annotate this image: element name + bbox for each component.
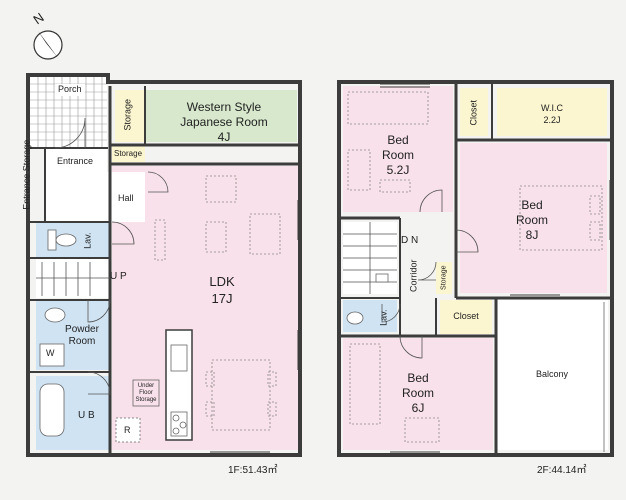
storage-vertical-label: Storage	[122, 98, 133, 131]
dn-label: D N	[401, 235, 419, 246]
doors-1f	[54, 117, 169, 395]
floor-1-plan	[26, 73, 302, 457]
living-furniture	[154, 175, 281, 261]
bed1-size: 5.2J	[386, 163, 410, 177]
closet-2f-top-fill	[460, 88, 488, 136]
washer-label: W	[46, 348, 55, 358]
bed2-label-1: Bed	[521, 198, 543, 212]
bed3-fill	[343, 338, 493, 450]
bed2-label-2: Room	[515, 213, 549, 227]
wic-label: W.I.C	[541, 103, 563, 113]
hall-label: Hall	[118, 193, 134, 203]
compass	[33, 30, 63, 60]
hall-fill	[45, 172, 145, 222]
storage-2f-label: Storage	[440, 265, 448, 290]
up-label: U P	[110, 271, 127, 282]
bed1-label-2: Room	[381, 148, 415, 162]
bed2-size: 8J	[525, 228, 539, 242]
western-room-size: 4J	[217, 130, 231, 144]
floor1-area-label: 1F:51.43㎡	[228, 465, 278, 476]
bed1-label-1: Bed	[387, 133, 409, 147]
sink-2f	[346, 311, 364, 325]
bathtub	[39, 383, 65, 437]
wic-fill	[497, 88, 607, 136]
storage-1f-fill	[115, 90, 145, 142]
storage-small-label: Storage	[114, 149, 143, 158]
cooktop	[170, 411, 188, 437]
underfloor-label-1: Under	[137, 383, 155, 389]
lav-2f-label: Lav.	[378, 309, 389, 326]
storage-small-1f-fill	[112, 146, 145, 162]
porch-label-bg	[55, 84, 85, 96]
stairs-2f	[343, 222, 397, 294]
fridge-label: R	[124, 425, 131, 435]
underfloor-label-3: Storage	[135, 397, 157, 403]
ldk-size: 17J	[211, 291, 233, 306]
underfloor-storage-box	[132, 379, 160, 407]
kitchen-sink	[170, 344, 188, 372]
corridor-label: Corridor	[408, 259, 419, 292]
entrance-label: Entrance	[57, 156, 94, 166]
lav-1f-label: Lav.	[82, 232, 93, 249]
dining-furniture	[205, 359, 277, 431]
toilet-tank-1f	[47, 229, 57, 251]
windows-2f	[380, 83, 614, 456]
western-room-label-2: Japanese Room	[180, 115, 268, 129]
doors-2f	[381, 189, 479, 359]
bed3-label-1: Bed	[407, 371, 429, 385]
stairs-1f	[36, 262, 110, 296]
closet-2f-fill	[440, 300, 492, 334]
bed-furniture-2f	[347, 91, 603, 443]
wic-size: 2.2J	[543, 115, 561, 125]
floor-2-plan	[337, 80, 614, 457]
toilet-tank-2f	[375, 273, 389, 283]
western-room-label-1: Western Style	[186, 100, 262, 114]
porch-label: Porch	[58, 84, 82, 94]
bed2-fill	[460, 143, 607, 293]
washer-box	[39, 343, 65, 367]
bed3-size: 6J	[411, 401, 425, 415]
walls-2f	[337, 80, 614, 457]
ldk-label: LDK	[209, 274, 235, 289]
fridge-box	[115, 417, 141, 443]
entrance-fill	[45, 148, 107, 172]
bed3-label-2: Room	[401, 386, 435, 400]
closet2-label: Closet	[453, 311, 479, 321]
balcony-fill	[498, 300, 608, 450]
storage-2f-fill	[436, 262, 452, 294]
powder-label-1: Powder	[65, 324, 99, 335]
entrance-storage-label: Entrance Storage	[21, 139, 32, 210]
closet1-label: Closet	[468, 99, 479, 126]
floor2-area-label: 2F:44.14㎡	[537, 465, 587, 476]
sink-1f	[44, 307, 66, 323]
windows-1f	[210, 200, 302, 456]
underfloor-label-2: Floor	[139, 390, 153, 396]
powder-label-2: Room	[68, 336, 96, 347]
western-room-fill	[145, 90, 297, 142]
toilet-bowl-1f	[55, 233, 77, 247]
balcony-label: Balcony	[535, 369, 569, 379]
bath-label: U B	[78, 410, 95, 421]
